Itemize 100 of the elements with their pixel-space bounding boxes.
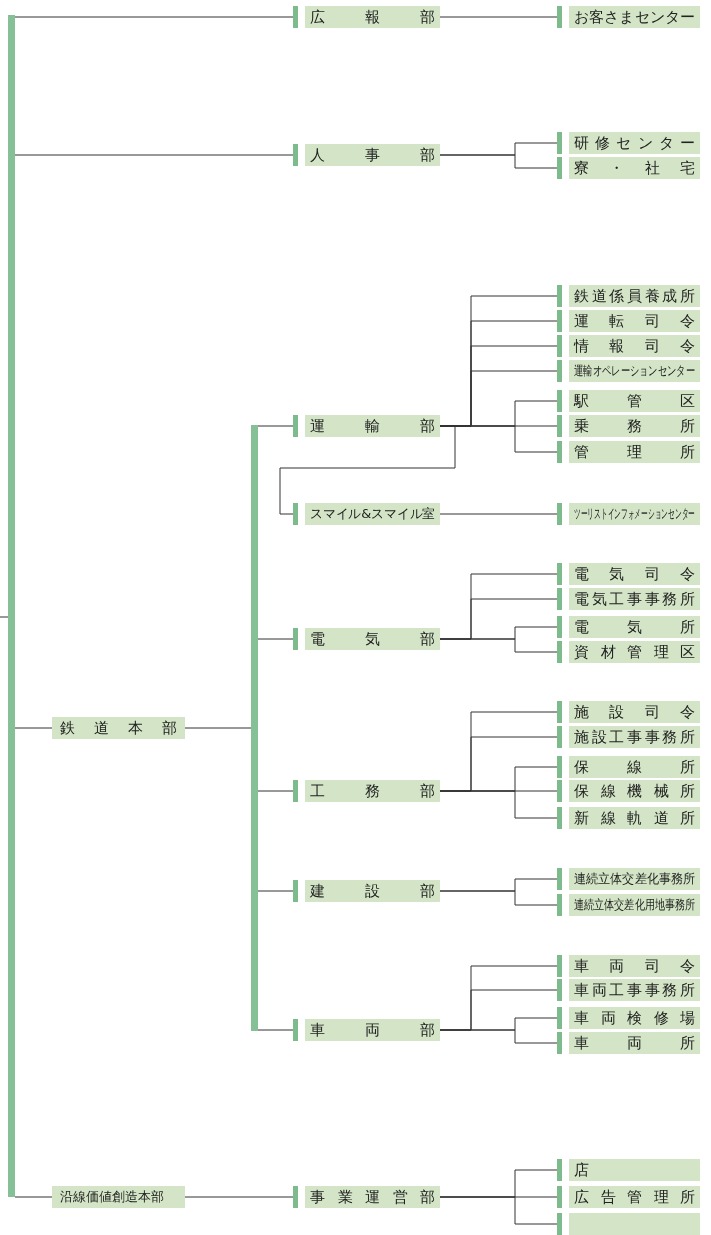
unit-name: 事業運営部 bbox=[310, 1187, 435, 1208]
connector-line bbox=[439, 1196, 558, 1225]
department-box bbox=[557, 1007, 700, 1029]
department-box bbox=[557, 1159, 700, 1181]
connector-line bbox=[279, 425, 456, 515]
unit-name: 駅管区 bbox=[574, 391, 695, 412]
connector-line bbox=[257, 425, 294, 427]
unit-name: 研修センター bbox=[574, 133, 695, 154]
department-box bbox=[557, 503, 700, 525]
unit-name: 電気所 bbox=[574, 617, 695, 638]
department-box bbox=[557, 807, 700, 829]
unit-name: 鉄道本部 bbox=[60, 718, 177, 739]
department-box bbox=[557, 360, 700, 382]
unit-name: 店 bbox=[574, 1160, 590, 1181]
connector-line bbox=[257, 790, 294, 792]
unit-name: 新線軌道所 bbox=[574, 808, 695, 829]
department-box bbox=[557, 955, 700, 977]
unit-name: お客さまセンター bbox=[574, 7, 695, 28]
connector-line bbox=[184, 727, 252, 729]
department-box bbox=[293, 1186, 440, 1208]
connector-bar bbox=[8, 15, 15, 1197]
connector-line bbox=[257, 890, 294, 892]
unit-name: 保線所 bbox=[574, 757, 695, 778]
unit-name: スマイル&スマイル室 bbox=[310, 505, 436, 523]
department-box bbox=[557, 780, 700, 802]
connector-line bbox=[439, 790, 558, 819]
connector-line bbox=[14, 16, 294, 18]
department-box bbox=[557, 132, 700, 154]
department-box bbox=[293, 503, 440, 525]
department-box bbox=[557, 157, 700, 179]
unit-name: 工務部 bbox=[310, 781, 435, 802]
department-box bbox=[557, 1186, 700, 1208]
department-box bbox=[557, 868, 700, 890]
unit-name: 電気工事事務所 bbox=[574, 589, 695, 610]
connector-line bbox=[14, 1196, 53, 1198]
unit-name: 電気司令 bbox=[574, 564, 695, 585]
department-box bbox=[557, 894, 700, 916]
department-box bbox=[293, 1019, 440, 1041]
unit-name: 保線機械所 bbox=[574, 781, 695, 802]
department-box bbox=[557, 588, 700, 610]
unit-name: 車両所 bbox=[574, 1033, 695, 1054]
department-box bbox=[557, 1032, 700, 1054]
connector-line bbox=[14, 154, 294, 156]
unit-name: 運輸オペレーションセンター bbox=[574, 362, 695, 380]
unit-name: 施設司令 bbox=[574, 702, 695, 723]
department-box bbox=[557, 756, 700, 778]
department-box bbox=[293, 6, 440, 28]
unit-name: 電気部 bbox=[310, 629, 435, 650]
department-box bbox=[557, 979, 700, 1001]
connector-line bbox=[257, 1029, 294, 1031]
unit-name: 運輸部 bbox=[310, 416, 435, 437]
unit-name: 鉄道係員養成所 bbox=[574, 286, 695, 307]
department-box bbox=[557, 390, 700, 412]
unit-name: 寮・社宅 bbox=[574, 158, 695, 179]
unit-name: 広報部 bbox=[310, 7, 435, 28]
department-box bbox=[557, 563, 700, 585]
unit-name: 車両司令 bbox=[574, 956, 695, 977]
department-box bbox=[557, 616, 700, 638]
department-box bbox=[52, 1186, 185, 1208]
department-box bbox=[557, 726, 700, 748]
connector-line bbox=[439, 16, 558, 18]
unit-name: 連続立体交差化事務所 bbox=[574, 870, 696, 888]
department-box bbox=[557, 335, 700, 357]
department-box bbox=[293, 144, 440, 166]
unit-name: 車両部 bbox=[310, 1020, 435, 1041]
department-box bbox=[293, 780, 440, 802]
department-box bbox=[557, 6, 700, 28]
department-box bbox=[293, 415, 440, 437]
unit-name: 管理所 bbox=[574, 442, 695, 463]
unit-name: 車両工事事務所 bbox=[574, 980, 695, 1001]
connector-line bbox=[0, 616, 9, 618]
connector-line bbox=[184, 1196, 294, 1198]
connector-line bbox=[439, 513, 558, 515]
connector-line bbox=[439, 890, 558, 906]
department-box bbox=[557, 285, 700, 307]
unit-name: 乗務所 bbox=[574, 416, 695, 437]
connector-line bbox=[439, 1029, 558, 1044]
department-box bbox=[557, 1213, 700, 1235]
unit-name: 連続立体交差化用地事務所 bbox=[574, 896, 696, 914]
department-box bbox=[557, 701, 700, 723]
connector-line bbox=[257, 638, 294, 640]
connector-line bbox=[14, 727, 53, 729]
department-box bbox=[293, 628, 440, 650]
unit-name: 資材管理区 bbox=[574, 642, 695, 663]
connector-line bbox=[439, 154, 558, 169]
department-box bbox=[557, 641, 700, 663]
department-box bbox=[557, 441, 700, 463]
unit-name: 建設部 bbox=[310, 881, 435, 902]
unit-name: 運転司令 bbox=[574, 311, 695, 332]
unit-name: 情報司令 bbox=[574, 336, 695, 357]
department-box bbox=[293, 880, 440, 902]
unit-name: 沿線価値創造本部 bbox=[60, 1188, 164, 1206]
department-box bbox=[557, 415, 700, 437]
unit-name: 車両検修場 bbox=[574, 1008, 695, 1029]
department-box bbox=[557, 310, 700, 332]
unit-name: ツーリストインフォメーションセンター bbox=[574, 505, 695, 523]
unit-name: 広告管理所 bbox=[574, 1187, 695, 1208]
unit-name: 施設工事事務所 bbox=[574, 727, 695, 748]
connector-bar bbox=[251, 425, 258, 1031]
department-box bbox=[52, 717, 185, 739]
